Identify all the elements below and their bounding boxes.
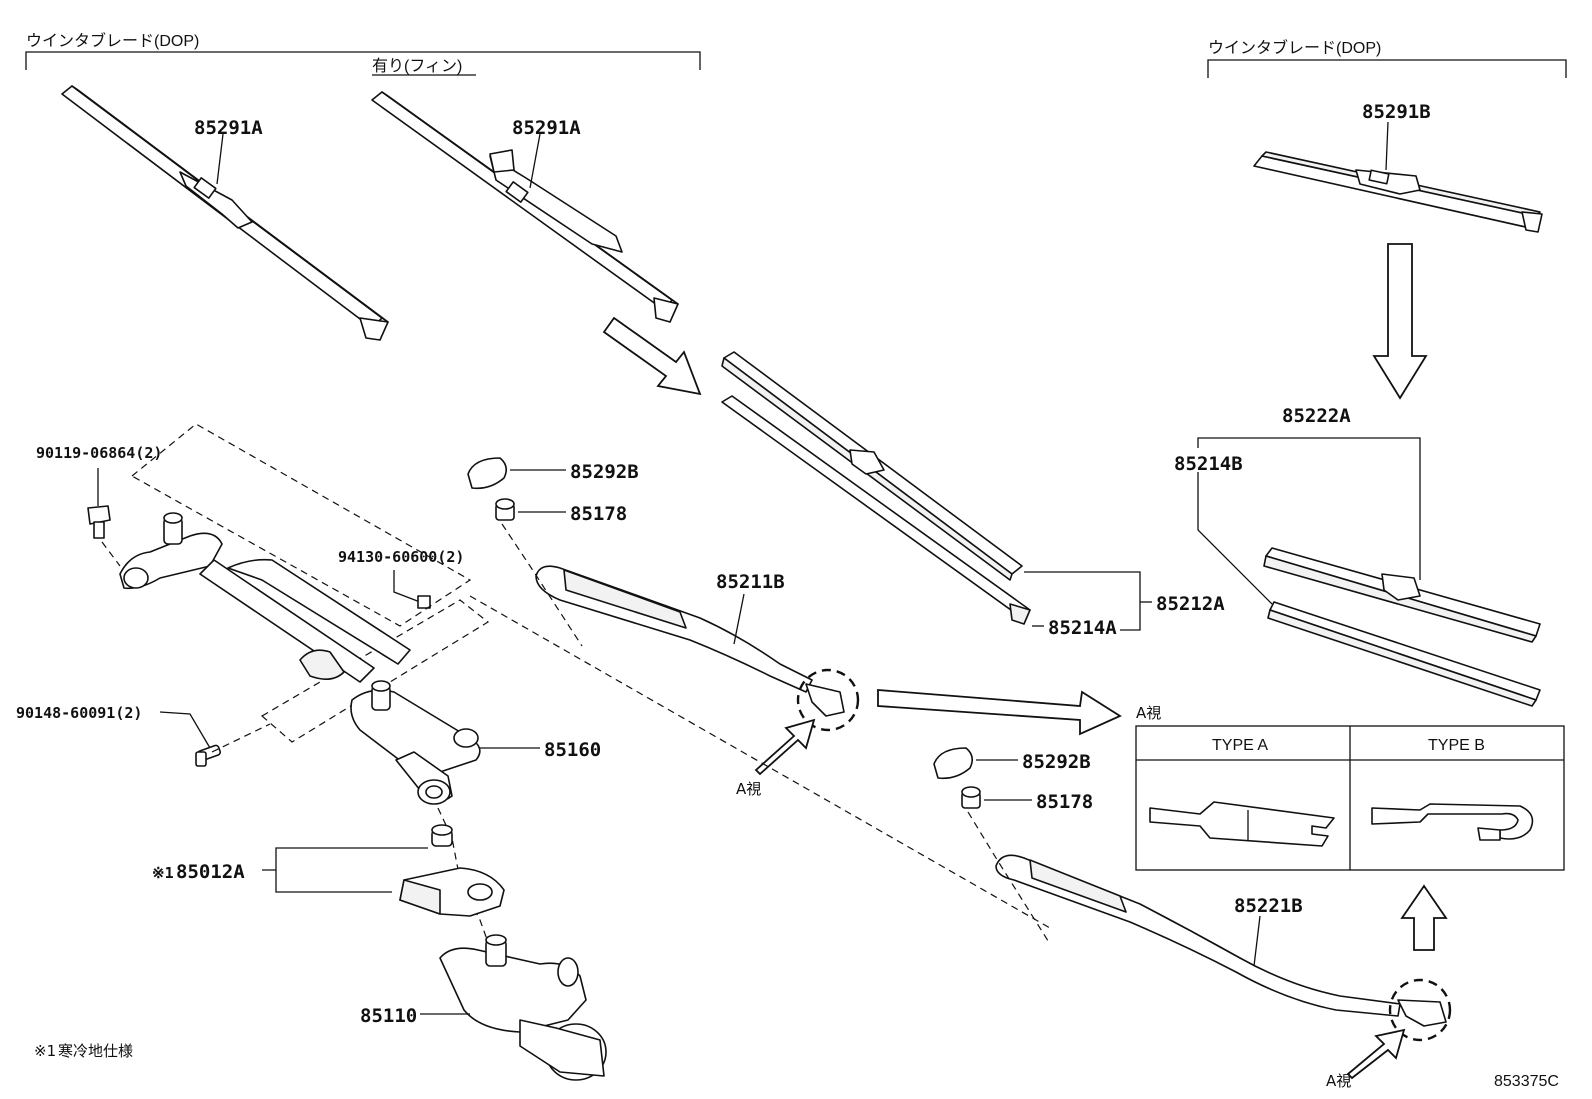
part-label-85291B: 85291B bbox=[1362, 101, 1431, 123]
linkage-85160 bbox=[119, 512, 481, 805]
front-blade-group-bracket: ウインタブレード(DOP) 有り(フィン) bbox=[25, 31, 701, 76]
blade-85291A-left bbox=[61, 85, 389, 341]
motor-85110 bbox=[439, 934, 607, 1081]
cold-region-mark-part: ※1 bbox=[152, 864, 174, 882]
detail-view-box: TYPE A TYPE B bbox=[1135, 725, 1565, 871]
nut-85178-front bbox=[495, 498, 515, 521]
footnote-text: 寒冷地仕様 bbox=[58, 1042, 133, 1060]
part-label-90148: 90148-60091(2) bbox=[16, 704, 142, 722]
blade-85212A bbox=[721, 351, 1031, 625]
nut-94130 bbox=[417, 595, 431, 609]
wiper-arm-85211B bbox=[535, 565, 845, 717]
bolt-90148 bbox=[195, 744, 222, 767]
blade-85291B bbox=[1253, 121, 1543, 233]
part-label-85291A-fin: 85291A bbox=[512, 117, 581, 139]
rear-blade-group-bracket: ウインタブレード(DOP) bbox=[1207, 38, 1567, 78]
cap-85292B-front bbox=[467, 457, 508, 490]
part-label-85160: 85160 bbox=[544, 739, 601, 761]
grommet-85012A bbox=[431, 824, 453, 847]
type-b-illustration bbox=[1371, 803, 1534, 841]
part-label-85110: 85110 bbox=[360, 1005, 417, 1027]
cover-85012A bbox=[399, 867, 505, 917]
type-b-header: TYPE B bbox=[1428, 737, 1485, 754]
view-a-label-front: A視 bbox=[736, 780, 761, 798]
view-arrow-icon bbox=[754, 718, 816, 776]
diagonal-arrow-icon bbox=[602, 316, 702, 396]
down-arrow-icon bbox=[1372, 243, 1428, 400]
footnote-mark: ※1 bbox=[34, 1042, 56, 1060]
part-label-85292B-front: 85292B bbox=[570, 461, 639, 483]
part-label-85214B: 85214B bbox=[1174, 453, 1243, 475]
blade-85291A-fin bbox=[371, 91, 679, 323]
diagram-code: 853375C bbox=[1494, 1073, 1559, 1090]
part-label-85221B: 85221B bbox=[1234, 895, 1303, 917]
up-arrow-icon bbox=[1400, 884, 1448, 951]
front-blade-group-header: ウインタブレード(DOP) bbox=[26, 31, 199, 50]
fin-type-header: 有り(フィン) bbox=[372, 57, 462, 75]
nut-85178-rear bbox=[961, 786, 981, 809]
right-arrow-icon bbox=[877, 689, 1122, 736]
part-label-85291A-left: 85291A bbox=[194, 117, 263, 139]
part-label-85178-rear: 85178 bbox=[1036, 791, 1093, 813]
part-label-85214A: 85214A bbox=[1048, 617, 1117, 639]
view-a-label-detail: A視 bbox=[1136, 704, 1161, 722]
part-label-90119: 90119-06864(2) bbox=[36, 444, 162, 462]
view-arrow-icon bbox=[1346, 1028, 1406, 1080]
part-label-85292B-rear: 85292B bbox=[1022, 751, 1091, 773]
view-a-label-rear: A視 bbox=[1326, 1072, 1351, 1090]
part-label-85211B: 85211B bbox=[716, 571, 785, 593]
detail-circle-icon bbox=[796, 668, 860, 732]
part-label-85222A: 85222A bbox=[1282, 405, 1351, 427]
part-label-85178-front: 85178 bbox=[570, 503, 627, 525]
rear-blade-group-header: ウインタブレード(DOP) bbox=[1208, 38, 1381, 57]
detail-circle-icon bbox=[1388, 978, 1452, 1042]
type-a-header: TYPE A bbox=[1212, 737, 1268, 754]
type-a-illustration bbox=[1149, 801, 1335, 847]
bolt-90119 bbox=[87, 505, 111, 539]
blade-85222A bbox=[1263, 547, 1541, 707]
cap-85292B-rear bbox=[933, 747, 974, 780]
part-label-85012A: 85012A bbox=[176, 861, 245, 883]
part-label-94130: 94130-60600(2) bbox=[338, 548, 464, 566]
wiper-arm-85221B bbox=[995, 854, 1447, 1027]
part-label-85212A: 85212A bbox=[1156, 593, 1225, 615]
